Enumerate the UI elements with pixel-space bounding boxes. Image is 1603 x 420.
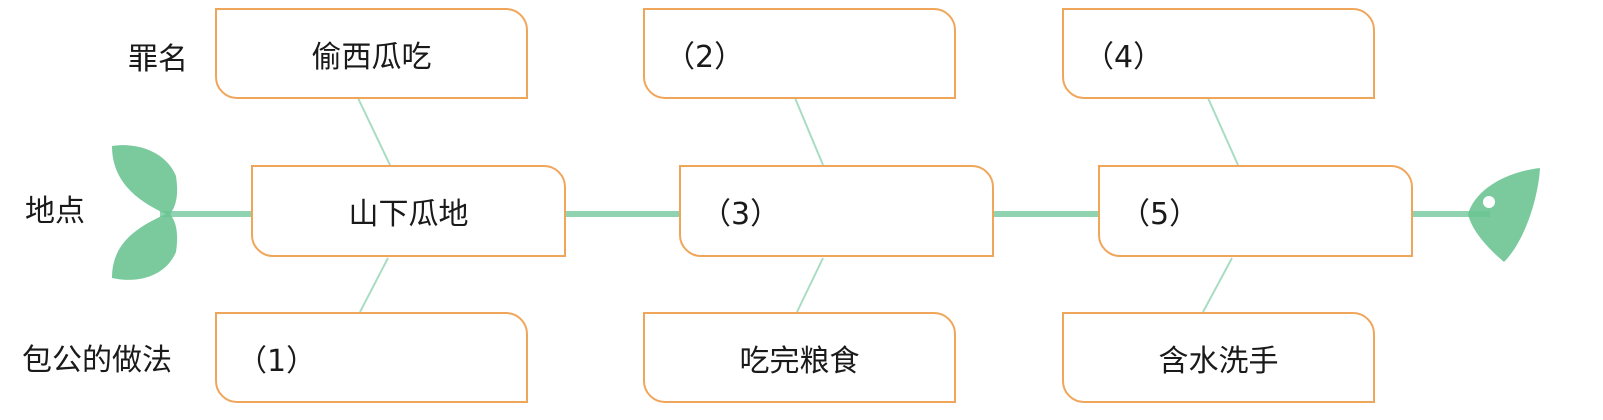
row-label-crime: 罪名 (128, 42, 188, 77)
row-label-method: 包公的做法 (22, 343, 172, 378)
crime-box-3: （4） (1062, 8, 1375, 99)
connector-line (1207, 97, 1239, 166)
fish-head-icon (1468, 168, 1540, 262)
place-box-2: （3） (679, 165, 994, 257)
method-box-1: （1） (215, 312, 528, 403)
row-label-place: 地点 (25, 194, 85, 229)
fish-tail-icon (112, 145, 178, 280)
connector-line (357, 97, 391, 166)
connector-line (796, 257, 824, 313)
place-box-3: （5） (1098, 165, 1413, 257)
method-box-3: 含水洗手 (1062, 312, 1375, 403)
place-box-1: 山下瓜地 (251, 165, 566, 257)
connector-line (1202, 257, 1233, 313)
method-box-2: 吃完粮食 (643, 312, 956, 403)
connector-line (359, 257, 389, 313)
connector-line (794, 97, 824, 166)
crime-box-1: 偷西瓜吃 (215, 8, 528, 99)
fish-eye-icon (1483, 196, 1495, 208)
crime-box-2: （2） (643, 8, 956, 99)
